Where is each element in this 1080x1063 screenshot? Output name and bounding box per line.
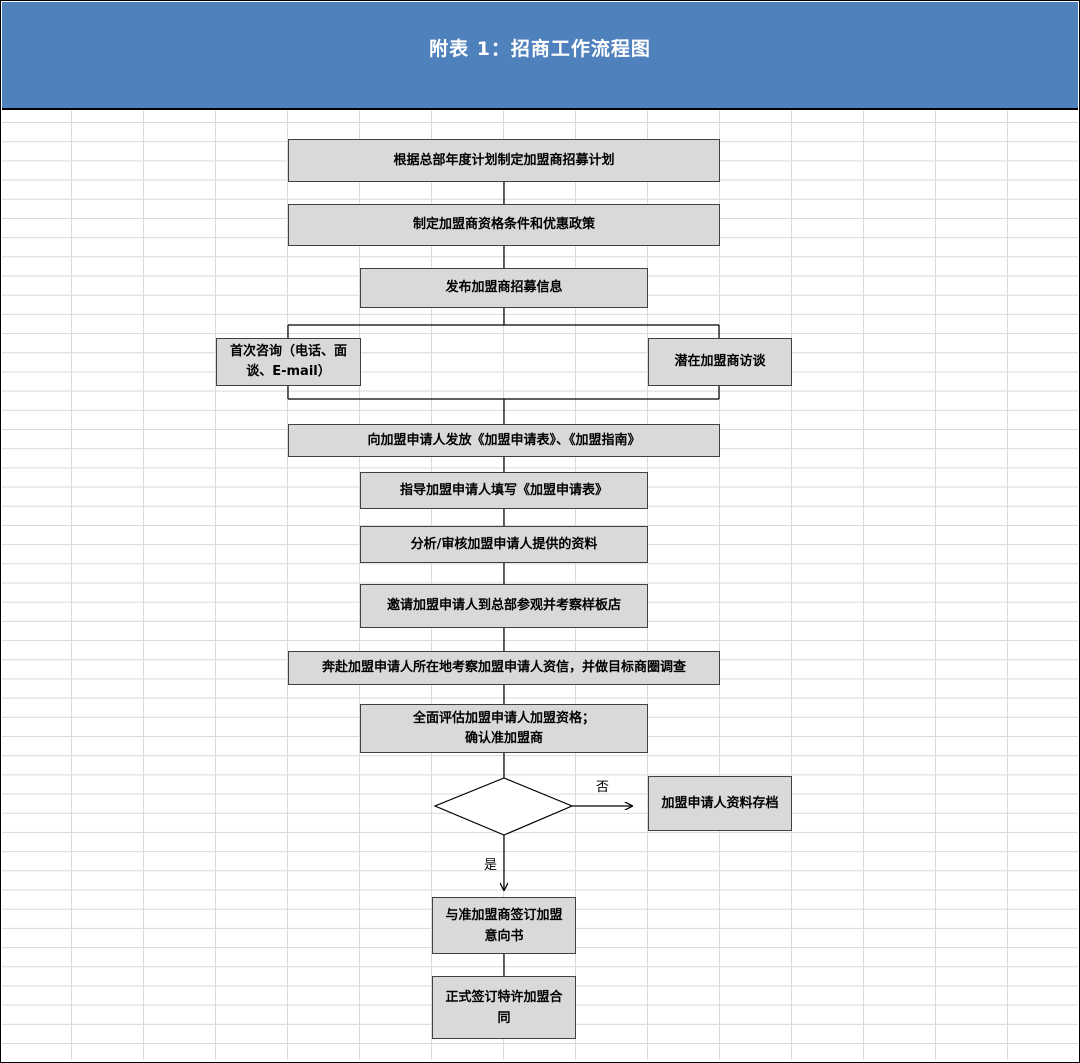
step-first-consult: 首次咨询（电话、面 谈、E-mail） — [216, 338, 361, 386]
step-send-forms: 向加盟申请人发放《加盟申请表》、《加盟指南》 — [288, 424, 720, 457]
step-potential-interview: 潜在加盟商访谈 — [648, 338, 792, 386]
decision-no-label: 否 — [596, 780, 610, 795]
step-qualification-policy: 制定加盟商资格条件和优惠政策 — [288, 204, 720, 246]
step-publish-info: 发布加盟商招募信息 — [360, 268, 648, 308]
decision-yes-label: 是 — [484, 858, 498, 873]
step-recruitment-plan: 根据总部年度计划制定加盟商招募计划 — [288, 139, 720, 182]
header-banner: 附表 1：招商工作流程图 — [2, 2, 1078, 110]
decision-diamond — [433, 777, 574, 836]
step-sign-contract: 正式签订特许加盟合 同 — [432, 976, 576, 1039]
step-letter-of-intent: 与准加盟商签订加盟 意向书 — [432, 897, 576, 954]
page-title: 附表 1：招商工作流程图 — [429, 37, 651, 60]
step-archive: 加盟申请人资料存档 — [648, 776, 792, 831]
step-site-survey: 奔赴加盟申请人所在地考察加盟申请人资信，并做目标商圈调查 — [288, 651, 720, 685]
step-guide-fill-form: 指导加盟申请人填写《加盟申请表》 — [360, 472, 648, 509]
step-evaluate-confirm: 全面评估加盟申请人加盟资格； 确认准加盟商 — [360, 704, 648, 753]
step-visit-hq: 邀请加盟申请人到总部参观并考察样板店 — [360, 584, 648, 628]
step-analyze-review: 分析/审核加盟申请人提供的资料 — [360, 526, 648, 563]
